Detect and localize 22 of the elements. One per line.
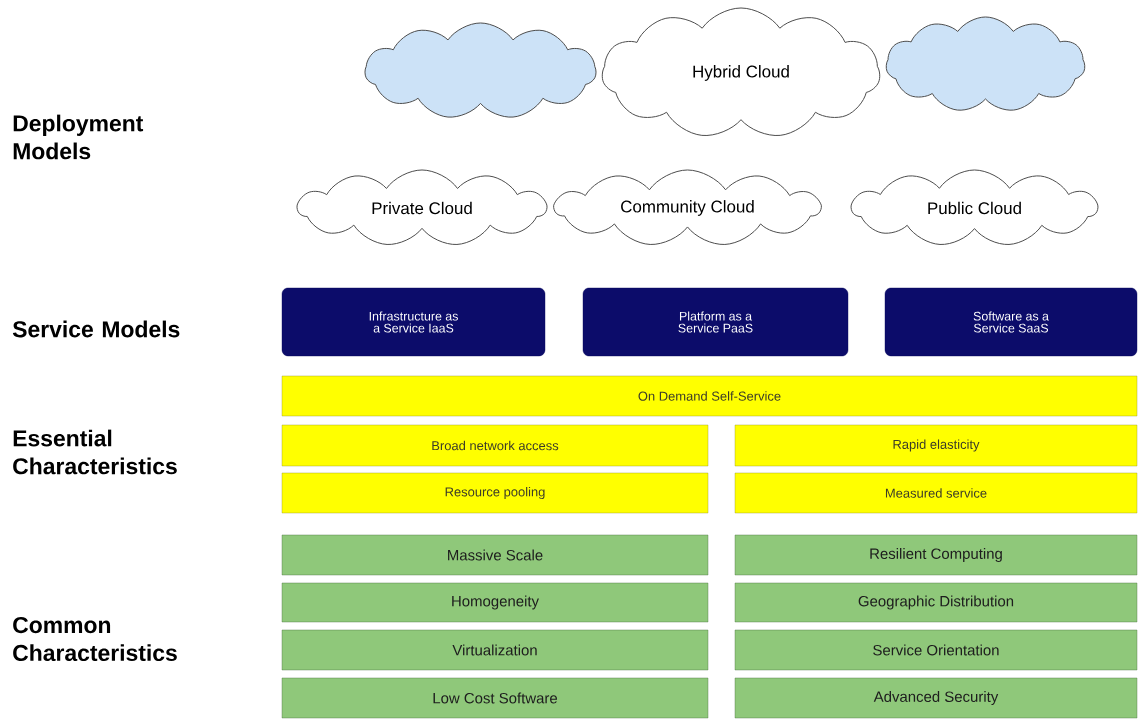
- service-box: Platform as a Service PaaS: [582, 287, 849, 357]
- characteristic-bar: Resilient Computing: [734, 534, 1138, 576]
- row-heading: Essential Characteristics: [13, 429, 177, 475]
- characteristic-bar: Advanced Security: [734, 677, 1138, 719]
- characteristic-bar: Resource pooling: [281, 472, 709, 514]
- cloud-shape: [364, 22, 597, 118]
- characteristic-bar: Geographic Distribution: [734, 582, 1138, 623]
- characteristic-bar: Homogeneity: [281, 582, 709, 623]
- row-heading: Common Characteristics: [13, 616, 177, 662]
- row-heading: Deployment Models: [13, 114, 144, 160]
- service-box: Infrastructure as a Service IaaS: [281, 287, 546, 357]
- characteristic-bar: Massive Scale: [281, 534, 709, 576]
- row-heading: Service Models: [12, 320, 180, 338]
- service-box: Software as a Service SaaS: [884, 287, 1138, 357]
- characteristic-bar: Measured service: [734, 472, 1138, 514]
- characteristic-bar: Low Cost Software: [281, 677, 709, 719]
- cloud-shape: [885, 16, 1086, 111]
- characteristic-bar: Virtualization: [281, 629, 709, 671]
- characteristic-bar: Rapid elasticity: [734, 424, 1138, 467]
- characteristic-bar: On Demand Self-Service: [281, 375, 1138, 417]
- characteristic-bar: Broad network access: [281, 424, 709, 467]
- characteristic-bar: Service Orientation: [734, 629, 1138, 671]
